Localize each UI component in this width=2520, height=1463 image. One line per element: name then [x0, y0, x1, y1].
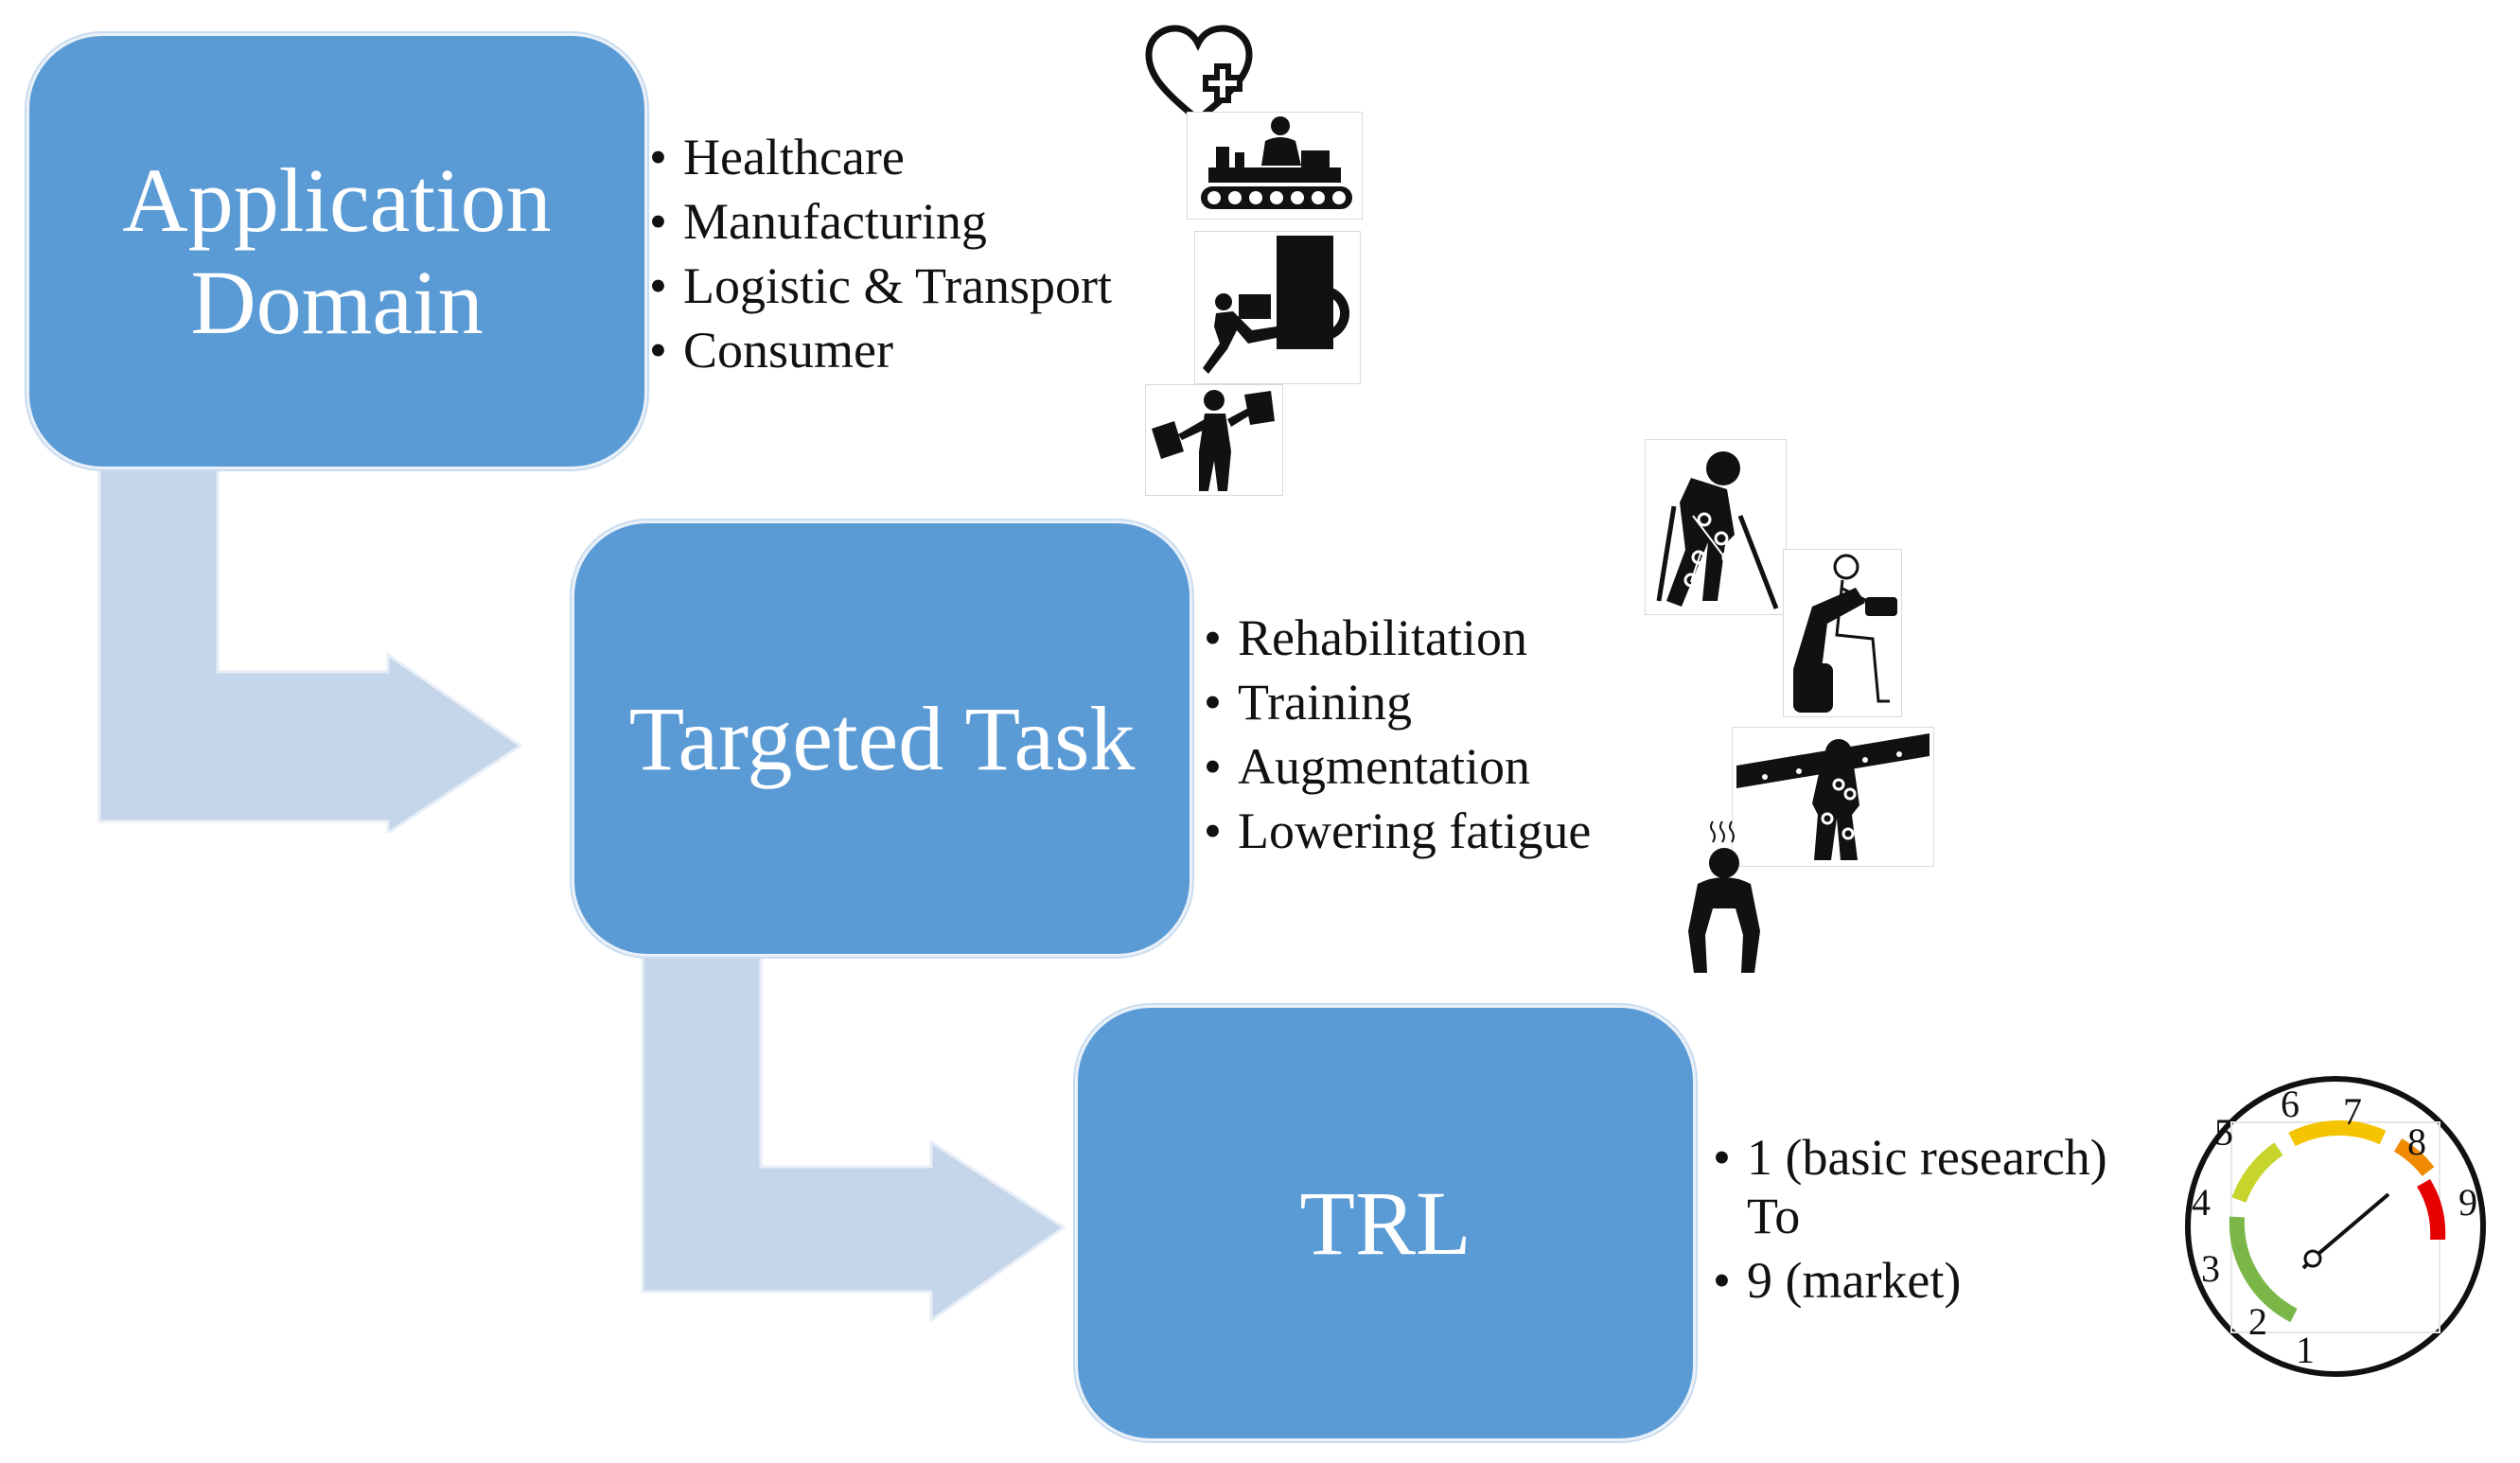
- arrow-task-to-trl: [641, 942, 1066, 1323]
- seated-training-device-icon: [1783, 549, 1902, 717]
- trl-gauge-icon: 1 2 3 4 5 6 7 8 9: [2185, 1076, 2486, 1377]
- targeted-task-box: Targeted Task: [572, 520, 1192, 957]
- list-item: •Consumer: [649, 322, 893, 379]
- list-item: •Logistic & Transport: [649, 257, 1113, 314]
- gauge-label-2: 2: [2248, 1300, 2267, 1343]
- gauge-label-4: 4: [2192, 1181, 2211, 1224]
- gauge-label-7: 7: [2343, 1090, 2362, 1133]
- trl-box: TRL: [1075, 1005, 1696, 1441]
- list-item: •Lowering fatigue: [1204, 802, 1592, 859]
- application-domain-box: Application Domain: [26, 33, 647, 469]
- list-item-continuation: To: [1747, 1188, 1801, 1244]
- arrow-domain-to-task: [97, 454, 523, 833]
- heart-plus-icon: [1143, 25, 1255, 129]
- gauge-label-3: 3: [2201, 1247, 2220, 1290]
- list-item: •Augmentation: [1204, 738, 1530, 795]
- trl-list: •1 (basic research) To •9 (market): [1713, 1128, 2107, 1310]
- gauge-label-5: 5: [2214, 1111, 2233, 1154]
- conveyor-worker-icon: [1187, 112, 1363, 220]
- list-item: •Rehabilitation: [1204, 609, 1527, 666]
- list-item: •Manufacturing: [649, 193, 987, 250]
- trl-title: TRL: [1299, 1172, 1471, 1274]
- targeted-task-list: •Rehabilitation •Training •Augmentation …: [1204, 606, 1591, 863]
- gauge-label-8: 8: [2407, 1120, 2426, 1163]
- gauge-label-6: 6: [2281, 1083, 2300, 1125]
- list-item: •Healthcare: [649, 129, 905, 185]
- list-item: •9 (market): [1713, 1252, 1962, 1309]
- truck-loading-icon: [1194, 231, 1361, 384]
- rehab-exoskeleton-crutches-icon: [1645, 439, 1787, 615]
- beam-carrying-exoskeleton-icon: [1732, 727, 1934, 867]
- gauge-label-1: 1: [2296, 1329, 2315, 1371]
- list-item: •Training: [1204, 674, 1413, 731]
- gauge-label-9: 9: [2458, 1181, 2477, 1224]
- tired-worker-icon: [1679, 818, 1770, 977]
- shopping-bags-person-icon: [1145, 384, 1283, 496]
- targeted-task-title: Targeted Task: [628, 687, 1136, 789]
- list-item: •1 (basic research): [1713, 1129, 2107, 1186]
- application-domain-list: •Healthcare •Manufacturing •Logistic & T…: [649, 125, 1112, 382]
- application-domain-title: Application Domain: [122, 149, 552, 353]
